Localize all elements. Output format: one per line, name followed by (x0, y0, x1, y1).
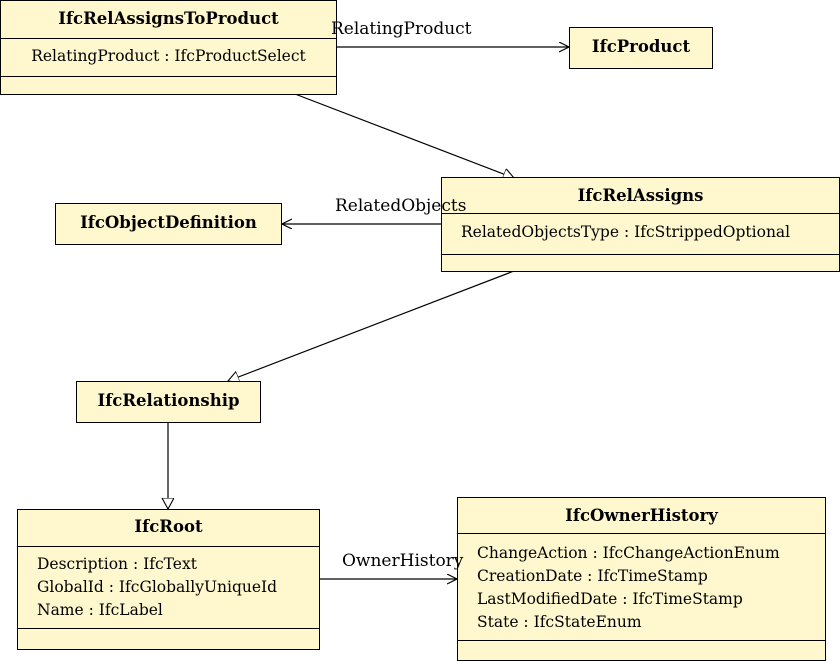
generalization-relassigns-relationship (228, 270, 515, 381)
class-name: IfcObjectDefinition (80, 213, 257, 232)
attribute: State : IfcStateEnum (477, 613, 642, 631)
class-ifcroot[interactable]: IfcRoot Description : IfcText GlobalId :… (17, 509, 320, 650)
class-name: IfcRelationship (97, 391, 240, 410)
class-ifcownerhistory[interactable]: IfcOwnerHistory ChangeAction : IfcChange… (457, 497, 826, 661)
attribute: LastModifiedDate : IfcTimeStamp (477, 590, 743, 608)
class-ifcobjectdefinition[interactable]: IfcObjectDefinition (55, 203, 282, 245)
attribute: GlobalId : IfcGloballyUniqueId (37, 578, 278, 596)
attribute: CreationDate : IfcTimeStamp (477, 567, 708, 585)
separator (1, 76, 336, 77)
attribute: Name : IfcLabel (37, 601, 163, 619)
label-relating-product: RelatingProduct (331, 19, 472, 39)
separator (18, 546, 319, 547)
attribute: ChangeAction : IfcChangeActionEnum (477, 544, 780, 562)
label-related-objects: RelatedObjects (335, 196, 467, 216)
label-owner-history: OwnerHistory (342, 551, 464, 571)
attribute-list: RelatingProduct : IfcProductSelect (1, 45, 336, 68)
class-name: IfcProduct (591, 37, 691, 56)
class-ifcrelassignstoproduct[interactable]: IfcRelAssignsToProduct RelatingProduct :… (0, 0, 337, 95)
separator (442, 213, 839, 214)
attribute-list: RelatedObjectsType : IfcStrippedOptional (442, 221, 839, 244)
class-name: IfcRelAssignsToProduct (58, 9, 279, 28)
generalization-relassignstoproduct-relassigns (294, 93, 514, 178)
attribute: RelatedObjectsType : IfcStrippedOptional (461, 223, 791, 241)
attribute: Description : IfcText (37, 555, 197, 573)
separator (458, 640, 825, 641)
separator (18, 628, 319, 629)
separator (442, 254, 839, 255)
class-ifcrelationship[interactable]: IfcRelationship (76, 381, 261, 423)
separator (1, 38, 336, 39)
class-name: IfcRelAssigns (577, 186, 704, 205)
class-ifcproduct[interactable]: IfcProduct (569, 27, 713, 69)
class-ifcrelassigns[interactable]: IfcRelAssigns RelatedObjectsType : IfcSt… (441, 177, 840, 272)
separator (458, 533, 825, 534)
attribute-list: ChangeAction : IfcChangeActionEnum Creat… (458, 542, 825, 634)
class-name: IfcRoot (134, 517, 203, 536)
attribute-list: Description : IfcText GlobalId : IfcGlob… (18, 553, 319, 622)
class-name: IfcOwnerHistory (565, 506, 718, 525)
attribute: RelatingProduct : IfcProductSelect (31, 47, 306, 65)
